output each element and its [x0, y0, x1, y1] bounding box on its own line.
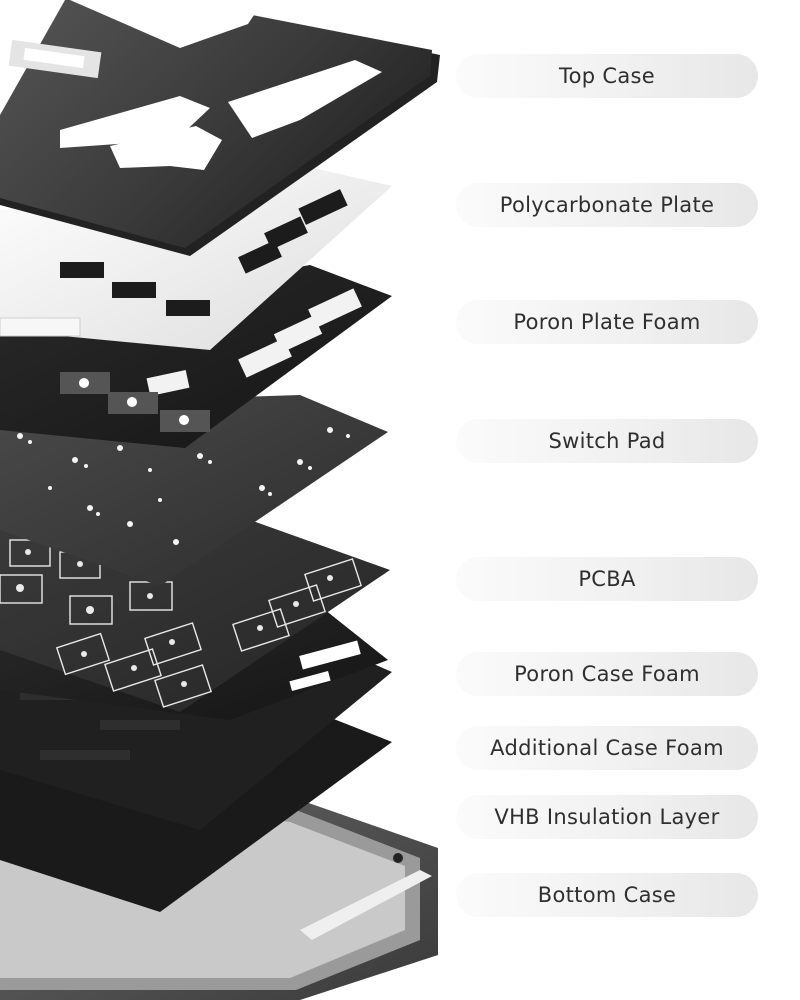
layer-label-poron-plate-foam: Poron Plate Foam	[456, 300, 758, 344]
layer-label-vhb-insulation-layer: VHB Insulation Layer	[456, 795, 758, 839]
layer-label-additional-case-foam: Additional Case Foam	[456, 726, 758, 770]
layer-label-top-case: Top Case	[456, 54, 758, 98]
pcba-layer	[0, 520, 390, 712]
exploded-layer-stack	[0, 0, 440, 1000]
top-case-layer	[0, 0, 440, 256]
layer-label-switch-pad: Switch Pad	[456, 419, 758, 463]
layer-label-polycarbonate-plate: Polycarbonate Plate	[456, 183, 758, 227]
layer-label-pcba: PCBA	[456, 557, 758, 601]
layer-label-poron-case-foam: Poron Case Foam	[456, 652, 758, 696]
switch-pad-layer	[0, 395, 388, 586]
layer-label-bottom-case: Bottom Case	[456, 873, 758, 917]
